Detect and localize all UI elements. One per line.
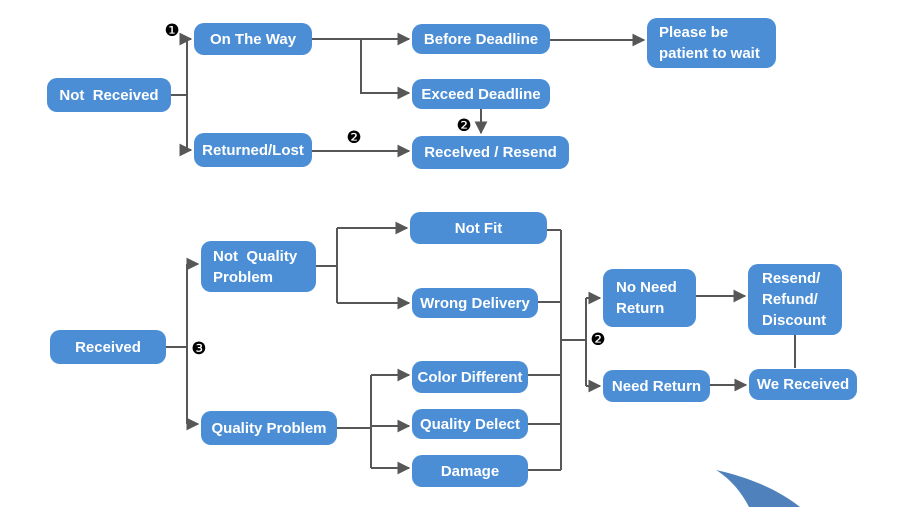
node-please-be-patient: Please be patient to wait [647,18,776,68]
badge-step2-exceed-path: ❷ [456,116,472,136]
badge-step1: ❶ [164,21,180,41]
node-we-received: We Received [749,369,857,400]
swoosh-decoration [716,470,800,507]
node-damage: Damage [412,455,528,487]
node-received: Received [50,330,166,364]
node-not-received: Not Received [47,78,171,112]
node-not-fit: Not Fit [410,212,547,244]
node-before-deadline: Before Deadline [412,24,550,54]
node-not-quality-problem: Not Quality Problem [201,241,316,292]
node-no-need-return: No Need Return [603,269,696,327]
node-on-the-way: On The Way [194,23,312,55]
node-exceed-deadline: Exceed Deadline [412,79,550,109]
badge-step2-return-branch: ❷ [590,330,606,350]
node-color-different: Color Different [412,361,528,393]
node-quality-problem: Quality Problem [201,411,337,445]
node-resend-refund-discount: Resend/ Refund/ Discount [748,264,842,335]
node-wrong-delivery: Wrong Delivery [412,288,538,318]
badge-step2-returned-path: ❷ [346,128,362,148]
arrow-to-exceed-deadline [360,39,411,100]
node-need-return: Need Return [603,370,710,402]
node-recelved-resend: Recelved / Resend [412,136,569,169]
node-returned-lost: Returned/Lost [194,133,312,167]
node-quality-delect: Quality Delect [412,409,528,439]
badge-step3: ❸ [191,339,207,359]
